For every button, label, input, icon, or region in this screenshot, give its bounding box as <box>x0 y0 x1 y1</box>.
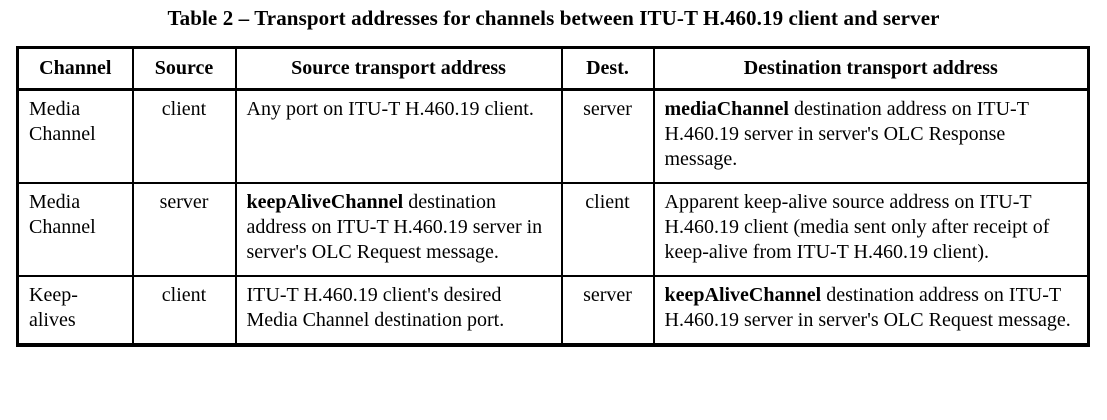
cell-source: server <box>132 183 237 277</box>
cell-source-address-text: destination address on ITU-T H.460.19 se… <box>246 191 543 263</box>
column-header-source: Source <box>132 47 237 91</box>
cell-dest-address-text: destination address on ITU-T H.460.19 se… <box>664 284 1071 331</box>
table-row: Keep-alives client ITU-T H.460.19 client… <box>17 276 1089 345</box>
cell-source-address-text: ITU-T H.460.19 client's desired Media Ch… <box>246 284 505 331</box>
column-header-dest: Dest. <box>561 47 655 91</box>
cell-dest: server <box>561 276 655 345</box>
transport-addresses-table: Channel Source Source transport address … <box>16 46 1090 347</box>
cell-dest-address-term: keepAliveChannel <box>664 284 822 306</box>
cell-channel: Keep-alives <box>17 276 134 345</box>
cell-source-address-text: Any port on ITU-T H.460.19 client. <box>246 98 534 120</box>
cell-channel: Media Channel <box>17 183 134 277</box>
table-container: Channel Source Source transport address … <box>16 46 1090 347</box>
column-header-destination-transport-address: Destination transport address <box>653 47 1089 91</box>
header-row: Channel Source Source transport address … <box>17 47 1089 91</box>
cell-dest-address-text: destination address on ITU-T H.460.19 se… <box>664 98 1029 170</box>
cell-dest: server <box>561 89 655 184</box>
cell-dest-address-text: Apparent keep-alive source address on IT… <box>664 191 1050 263</box>
cell-dest-address-term: mediaChannel <box>664 98 789 120</box>
table-row: Media Channel client Any port on ITU-T H… <box>17 89 1089 184</box>
cell-dest-address: mediaChannel destination address on ITU-… <box>653 89 1089 184</box>
table-caption: Table 2 – Transport addresses for channe… <box>167 6 940 30</box>
cell-dest-address: keepAliveChannel destination address on … <box>654 276 1089 345</box>
cell-dest: client <box>561 183 655 277</box>
cell-source-address-term: keepAliveChannel <box>246 191 404 213</box>
column-header-source-transport-address: Source transport address <box>235 47 563 91</box>
cell-source-address: Any port on ITU-T H.460.19 client. <box>235 89 563 184</box>
table-row: Media Channel server keepAliveChannel de… <box>17 183 1089 277</box>
cell-channel: Media Channel <box>17 89 134 184</box>
column-header-channel: Channel <box>17 47 134 91</box>
cell-source: client <box>132 276 237 345</box>
table-body: Media Channel client Any port on ITU-T H… <box>17 89 1089 345</box>
cell-source-address: keepAliveChannel destination address on … <box>235 183 563 277</box>
cell-source: client <box>132 89 237 184</box>
cell-dest-address: Apparent keep-alive source address on IT… <box>653 183 1089 277</box>
table-header: Channel Source Source transport address … <box>17 47 1089 91</box>
cell-source-address: ITU-T H.460.19 client's desired Media Ch… <box>235 276 563 345</box>
